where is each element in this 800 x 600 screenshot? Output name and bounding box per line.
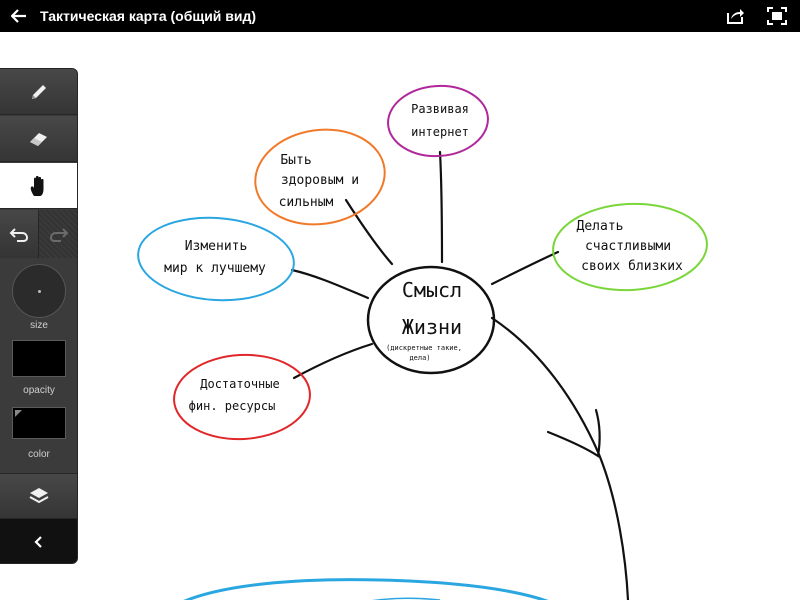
eraser-tool-button[interactable] [0,116,77,162]
node-resources-line1: Достаточные [200,377,279,391]
brush-size-indicator [38,290,41,293]
layers-button[interactable] [0,473,77,519]
connector-branch-down [490,316,630,600]
document-title: Тактическая карта (общий вид) [40,8,257,24]
connector-internet [438,150,444,264]
color-label: color [28,449,50,460]
size-label: size [30,320,48,331]
connector-world [290,268,370,300]
node-health-line1: Быть [280,153,311,168]
node-happy-line1: Делать [577,219,624,234]
eraser-icon [30,132,47,146]
node-happy-line2: счастливыми [585,239,671,254]
arrow-head [546,408,601,458]
node-internet-line1: Развивая [411,102,469,116]
node-world-circle [137,216,295,302]
color-swatch-corner [15,410,22,417]
hand-tool-button[interactable] [0,163,77,209]
pencil-icon [32,84,46,99]
node-internet-circle [387,84,489,158]
color-swatch[interactable] [12,407,66,439]
node-internet-line2: интернет [411,125,469,139]
opacity-label: opacity [23,385,55,396]
hand-icon [30,175,44,196]
partial-blue-shape [183,578,549,600]
center-node-note2: дела) [409,354,430,362]
arrow-left-icon [11,9,26,23]
mindmap-drawing: Смысл Жизни (дискретные такие, дела) Раз… [137,84,708,600]
center-node-line2: Жизни [402,315,462,339]
redo-icon [49,228,68,242]
tool-panel: size opacity color [0,68,78,564]
node-resources-line2: фин. ресурсы [189,399,276,413]
drawing-canvas[interactable]: Смысл Жизни (дискретные такие, дела) Раз… [0,32,800,600]
opacity-swatch[interactable] [12,340,66,377]
node-happy-line3: своих близких [581,259,683,274]
node-happy-circle [552,202,708,292]
fullscreen-icon [767,7,787,25]
node-world-line2: мир к лучшему [164,261,266,276]
brush-size-dial[interactable] [12,264,66,318]
undo-button[interactable] [0,210,39,258]
share-icon [727,9,744,24]
node-health-line2: здоровым и [281,173,359,188]
back-button[interactable] [6,4,32,28]
node-health-circle [254,128,386,226]
center-node-note1: (дискретные такие, [386,344,462,352]
center-node-circle [366,265,496,375]
node-resources-circle [173,353,311,441]
history-controls [0,210,77,258]
redo-button[interactable] [39,210,77,258]
fullscreen-button[interactable] [764,4,790,28]
partial-blue-inner-stroke [372,597,441,600]
center-node-line1: Смысл [402,278,462,302]
collapse-panel-button[interactable] [0,519,77,563]
chevron-left-icon [34,536,42,548]
share-button[interactable] [722,4,748,28]
connector-resources [292,342,374,380]
layers-icon [29,488,49,504]
connector-health [344,198,394,266]
node-health-line3: сильным [279,195,334,210]
undo-icon [9,228,29,242]
top-bar: Тактическая карта (общий вид) [0,0,800,32]
pencil-tool-button[interactable] [0,69,77,115]
node-world-line1: Изменить [185,239,248,254]
connector-happy [490,250,560,286]
